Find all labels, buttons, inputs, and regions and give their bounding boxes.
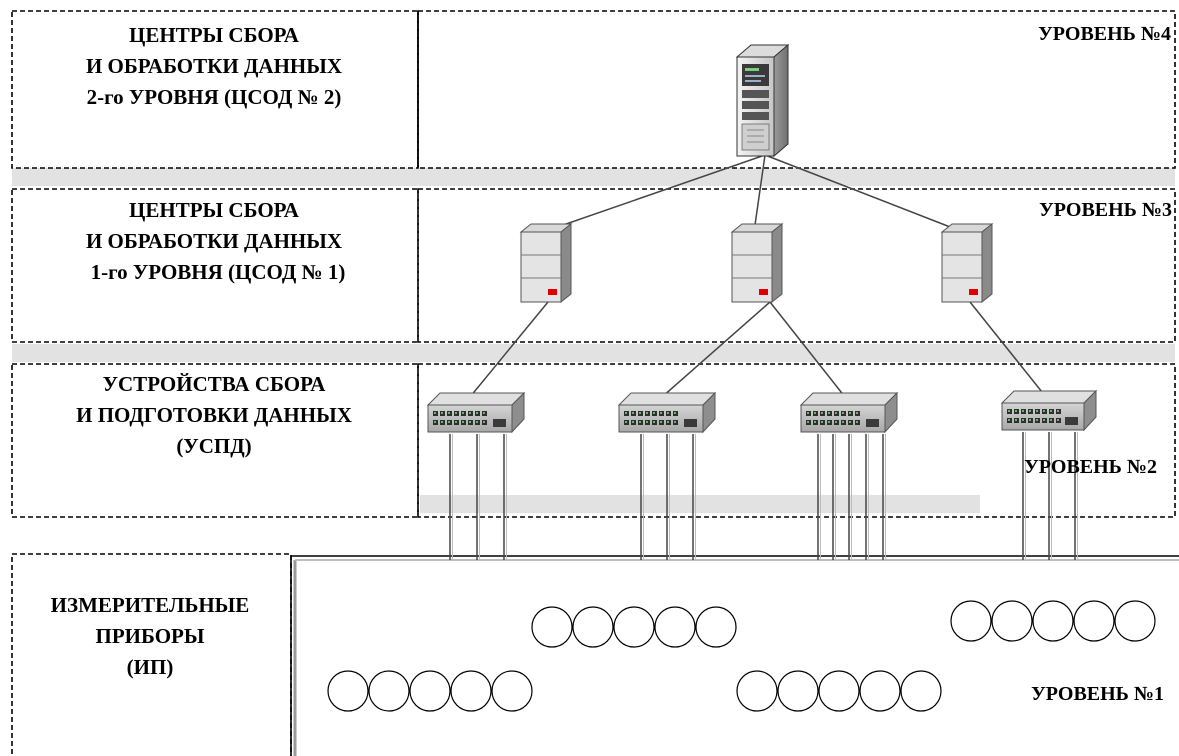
level2-right-frame xyxy=(417,363,1176,518)
meter-icon xyxy=(1032,600,1074,642)
meter-icon xyxy=(327,670,369,712)
link-server-2-to-switch-2 xyxy=(661,301,771,398)
meter-icon xyxy=(859,670,901,712)
switch-icon xyxy=(426,391,526,434)
level4-name-line-1: ЦЕНТРЫ СБОРА xyxy=(129,23,300,47)
level3-right-frame xyxy=(417,188,1176,343)
meter-group xyxy=(327,670,533,712)
level3-left-frame xyxy=(11,188,419,343)
meter-icon xyxy=(409,670,451,712)
server-icon xyxy=(940,222,994,304)
meter-icon xyxy=(613,606,655,648)
meter-icon xyxy=(491,670,533,712)
band-l3 xyxy=(12,344,1175,362)
meter-icon xyxy=(654,606,696,648)
level1-name: ИЗМЕРИТЕЛЬНЫЕ ПРИБОРЫ (ИП) xyxy=(51,593,250,679)
main-server-icon xyxy=(735,43,790,158)
level1-label: УРОВЕНЬ №1 xyxy=(1031,683,1164,705)
meter-icon xyxy=(818,670,860,712)
meter-icon xyxy=(695,606,737,648)
band-l2 xyxy=(420,495,980,513)
level1-meters xyxy=(327,600,1156,712)
meter-icon xyxy=(777,670,819,712)
level2-name-line-3: (УСПД) xyxy=(176,434,251,458)
level4-name: ЦЕНТРЫ СБОРА И ОБРАБОТКИ ДАННЫХ 2-го УРО… xyxy=(86,23,342,109)
level3-name-line-1: ЦЕНТРЫ СБОРА xyxy=(129,198,300,222)
meter-icon xyxy=(450,670,492,712)
level3-name: ЦЕНТРЫ СБОРА И ОБРАБОТКИ ДАННЫХ 1-го УРО… xyxy=(86,198,345,284)
level1-right-frame xyxy=(290,555,1179,756)
meter-icon xyxy=(736,670,778,712)
meter-icon xyxy=(1114,600,1156,642)
meter-icon xyxy=(368,670,410,712)
meter-icon xyxy=(991,600,1033,642)
level2-label: УРОВЕНЬ №2 xyxy=(1024,456,1157,478)
level1-name-line-1: ИЗМЕРИТЕЛЬНЫЕ xyxy=(51,593,250,617)
switch-icon xyxy=(799,391,899,434)
meter-icon xyxy=(950,600,992,642)
link-server-1-to-switch-1 xyxy=(469,301,549,398)
level4-name-line-3: 2-го УРОВНЯ (ЦСОД № 2) xyxy=(87,85,342,109)
meter-icon xyxy=(531,606,573,648)
level4-label: УРОВЕНЬ №4 xyxy=(1038,23,1171,45)
level2-name-line-1: УСТРОЙСТВА СБОРА xyxy=(103,372,327,396)
network-links xyxy=(449,154,1078,560)
meter-group xyxy=(950,600,1156,642)
level1-name-line-2: ПРИБОРЫ xyxy=(95,624,204,648)
meter-icon xyxy=(900,670,942,712)
level3-name-line-3: 1-го УРОВНЯ (ЦСОД № 1) xyxy=(91,260,346,284)
level3-servers xyxy=(519,222,994,304)
switch-icon xyxy=(617,391,717,434)
level2-left-frame xyxy=(11,363,419,518)
level2-switches xyxy=(426,389,1098,434)
link-main-to-server-2 xyxy=(753,154,766,233)
level2-name: УСТРОЙСТВА СБОРА И ПОДГОТОВКИ ДАННЫХ (УС… xyxy=(76,372,352,458)
switch-icon xyxy=(1000,389,1098,432)
link-server-2-to-switch-3 xyxy=(769,301,846,398)
server-icon xyxy=(519,222,573,304)
meter-icon xyxy=(572,606,614,648)
level2-name-line-2: И ПОДГОТОВКИ ДАННЫХ xyxy=(76,403,352,427)
link-main-to-server-3 xyxy=(764,154,964,233)
server-icon xyxy=(730,222,784,304)
link-server-3-to-switch-4 xyxy=(969,301,1047,398)
meter-group xyxy=(736,670,942,712)
level3-label: УРОВЕНЬ №3 xyxy=(1039,199,1172,221)
level3-name-line-2: И ОБРАБОТКИ ДАННЫХ xyxy=(86,229,342,253)
level1-name-line-3: (ИП) xyxy=(127,655,174,679)
band-l4 xyxy=(12,168,1175,186)
level4-name-line-2: И ОБРАБОТКИ ДАННЫХ xyxy=(86,54,342,78)
level1-left-frame xyxy=(11,553,292,756)
meter-icon xyxy=(1073,600,1115,642)
meter-group xyxy=(531,606,737,648)
link-main-to-server-1 xyxy=(542,154,766,233)
